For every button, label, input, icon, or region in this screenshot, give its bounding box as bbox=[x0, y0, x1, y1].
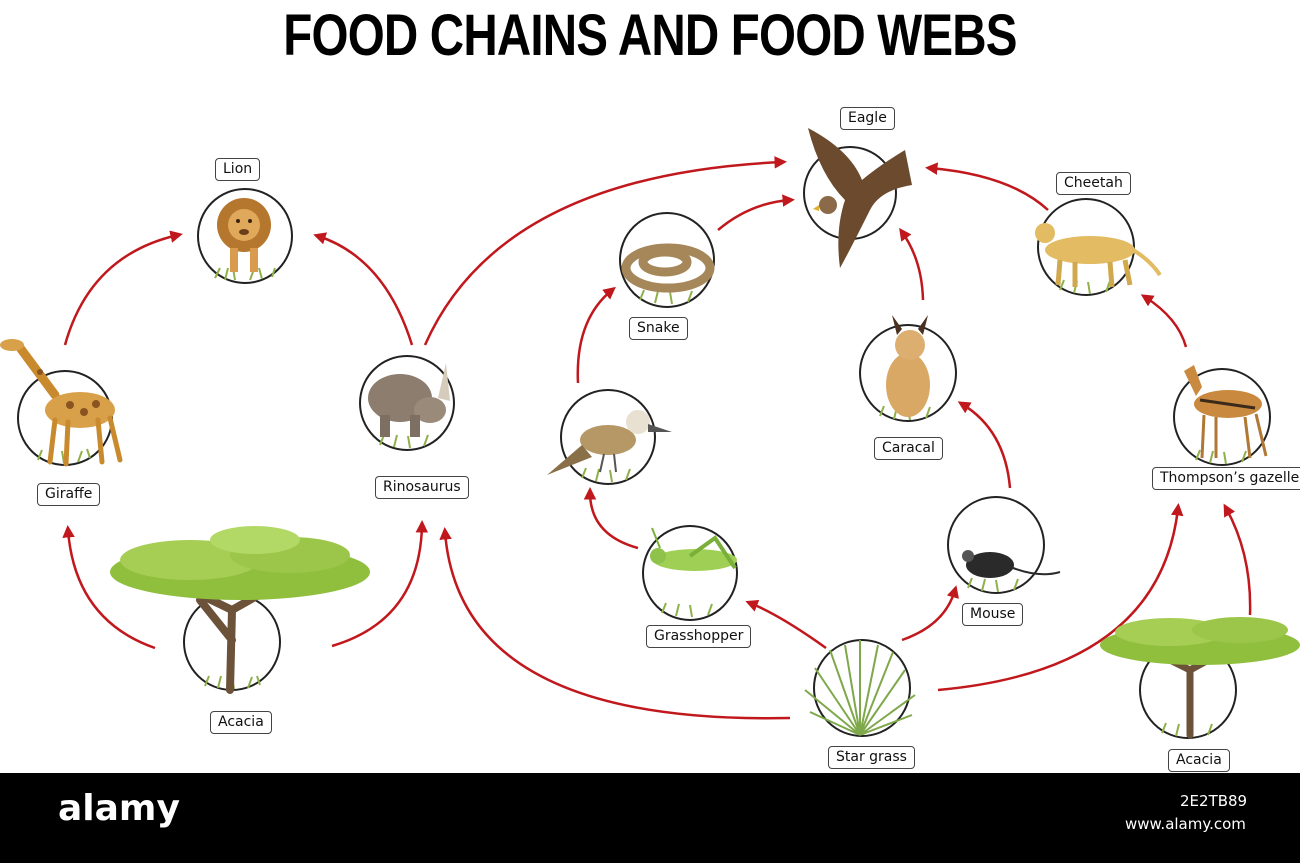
grass-tuft bbox=[661, 602, 713, 618]
rhino-illustration bbox=[368, 363, 450, 437]
acacia-right-illustration bbox=[1100, 617, 1300, 739]
arrow-rino-to-eagle bbox=[423, 156, 787, 346]
stock-brand-logo: alamy bbox=[58, 788, 180, 829]
label-star-grass: Star grass bbox=[828, 746, 915, 769]
label-snake: Snake bbox=[629, 317, 688, 340]
stock-footer bbox=[0, 773, 1300, 863]
arrow-stargrass-to-gazelle bbox=[937, 503, 1184, 692]
label-caracal: Caracal bbox=[874, 437, 943, 460]
arrow-acacia-to-giraffe bbox=[62, 525, 156, 650]
grasshopper-illustration bbox=[650, 527, 737, 571]
gazelle-illustration bbox=[1184, 365, 1268, 459]
acacia-left-illustration bbox=[110, 526, 370, 694]
star-grass-illustration bbox=[804, 640, 916, 736]
arrow-rino-to-lion bbox=[313, 232, 414, 346]
arrow-bird-to-snake bbox=[576, 286, 616, 384]
cheetah-illustration bbox=[1035, 223, 1162, 288]
arrow-snake-to-eagle bbox=[717, 194, 795, 231]
label-giraffe: Giraffe bbox=[37, 483, 101, 506]
label-cheetah: Cheetah bbox=[1056, 172, 1131, 195]
eagle-illustration bbox=[808, 128, 912, 268]
label-grasshopper: Grasshopper bbox=[646, 625, 752, 648]
grass-tuft bbox=[379, 434, 429, 449]
stock-url: www.alamy.com bbox=[1125, 815, 1246, 833]
grass-tuft bbox=[214, 267, 276, 281]
grasshopper-circle bbox=[642, 525, 738, 621]
arrow-gazelle-to-cheetah bbox=[1140, 294, 1188, 348]
label-lion: Lion bbox=[215, 158, 261, 181]
label-acacia-right: Acacia bbox=[1168, 749, 1230, 772]
star-grass-circle bbox=[813, 639, 911, 737]
arrow-acacia-to-gazelle bbox=[1223, 503, 1252, 616]
arrow-giraffe-to-lion bbox=[63, 230, 183, 346]
arrow-stargrass-to-mouse bbox=[901, 585, 959, 642]
label-rinosaurus: Rinosaurus bbox=[375, 476, 469, 499]
arrow-cheetah-to-eagle bbox=[925, 162, 1049, 211]
arrow-caracal-to-eagle bbox=[899, 227, 925, 301]
mouse-illustration bbox=[962, 550, 1061, 578]
mouse-circle bbox=[947, 496, 1045, 594]
arrow-stargrass-to-grasshopper bbox=[745, 599, 827, 650]
arrow-grasshopper-to-bird bbox=[583, 487, 639, 550]
grass-tuft bbox=[967, 577, 1019, 593]
grass-tuft bbox=[639, 289, 693, 305]
label-mouse: Mouse bbox=[962, 603, 1024, 626]
snake-illustration bbox=[621, 243, 715, 293]
arrow-mouse-to-caracal bbox=[957, 401, 1012, 489]
giraffe-spots bbox=[37, 369, 100, 416]
stock-image-code: 2E2TB89 bbox=[1180, 792, 1248, 810]
giraffe-illustration bbox=[0, 339, 123, 467]
bird-illustration bbox=[547, 410, 672, 475]
label-thompsons-gazelle: Thompson’s gazelle bbox=[1152, 467, 1300, 490]
caracal-illustration bbox=[886, 315, 930, 417]
label-acacia-left: Acacia bbox=[210, 711, 272, 734]
lion-illustration bbox=[217, 198, 271, 272]
grass-tuft bbox=[581, 467, 631, 483]
grass-tuft bbox=[879, 405, 931, 421]
grass-tuft bbox=[1195, 449, 1247, 465]
label-eagle: Eagle bbox=[840, 107, 895, 130]
arrow-stargrass-to-rino bbox=[439, 527, 791, 720]
grass-tuft bbox=[1161, 722, 1213, 738]
arrow-acacia-to-rino bbox=[331, 520, 429, 648]
page-title: FOOD CHAINS AND FOOD WEBS bbox=[283, 3, 1017, 68]
